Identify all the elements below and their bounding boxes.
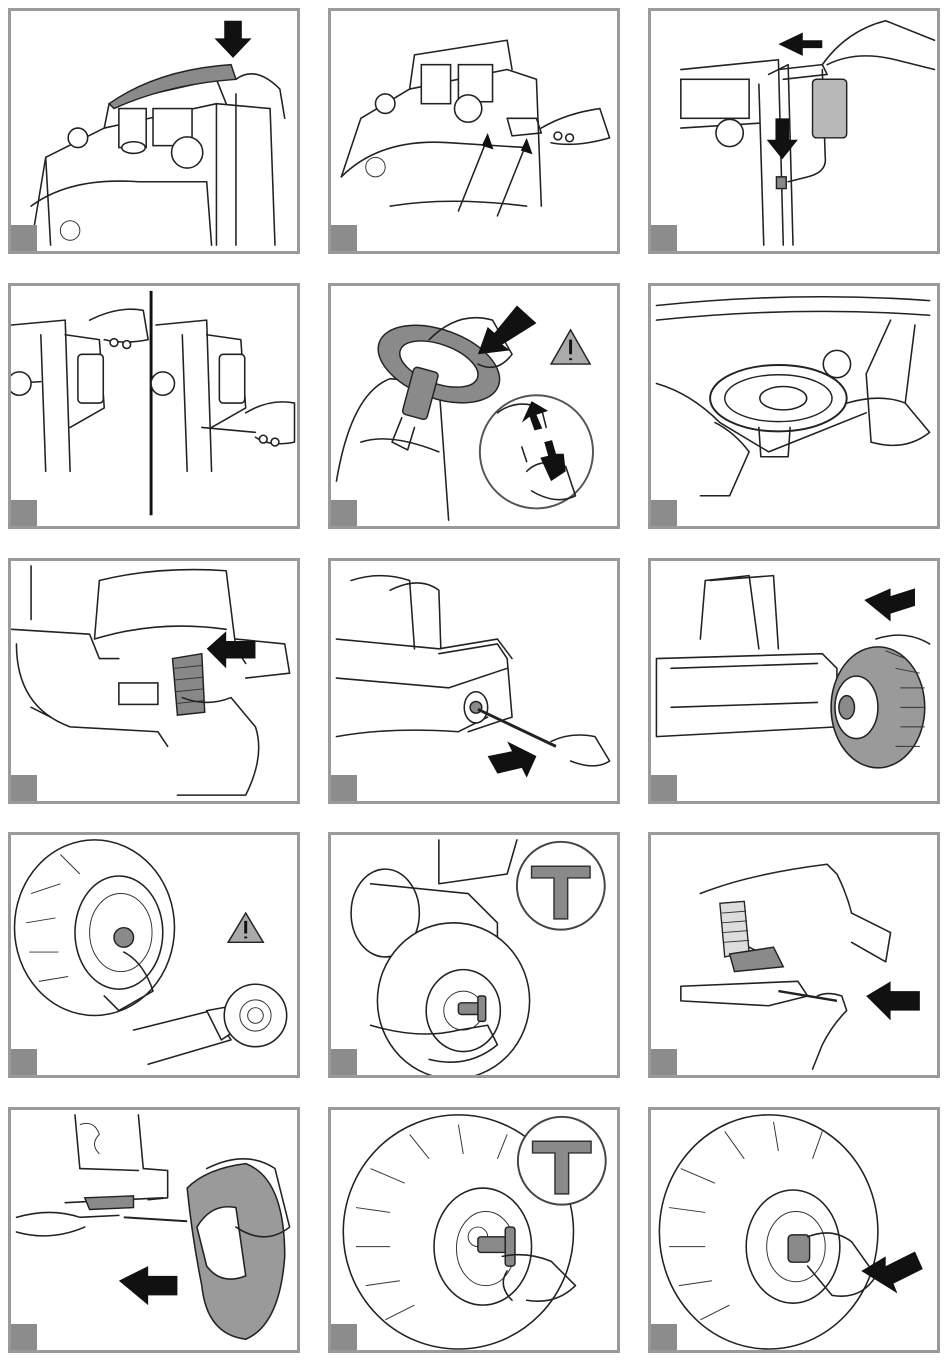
step-badge	[11, 500, 37, 526]
hub-wrench-illustration	[331, 835, 617, 1075]
panel-1-roll-bar	[8, 8, 300, 254]
steering-check-illustration	[651, 286, 937, 526]
arrow-down-icon	[767, 118, 798, 159]
panel-9-rear-wheel	[648, 558, 940, 804]
step-badge	[11, 775, 37, 801]
mirror-illustration	[651, 11, 937, 251]
panel-6-steering-check	[648, 283, 940, 529]
roll-bar-screw-illustration	[331, 11, 617, 251]
panel-4-mirror-screw	[8, 283, 300, 529]
panel-14-front-hub-wrench	[328, 1107, 620, 1353]
panel-8-rear-axle	[328, 558, 620, 804]
step-badge	[651, 1049, 677, 1075]
step-badge	[331, 225, 357, 251]
panel-13-front-wheel	[8, 1107, 300, 1353]
arrow-icon	[458, 138, 487, 211]
panel-10-hub-cap	[8, 832, 300, 1078]
step-badge	[651, 775, 677, 801]
front-axle-illustration	[651, 835, 937, 1075]
arrow-left-icon	[119, 1266, 178, 1305]
step-badge	[11, 1324, 37, 1350]
panel-7-steering-boot	[8, 558, 300, 804]
arrow-icon	[207, 631, 256, 668]
panel-15-hub-cap-press	[648, 1107, 940, 1353]
arrow-left-icon	[778, 32, 822, 55]
arrow-icon	[488, 741, 537, 777]
step-badge	[331, 1324, 357, 1350]
panel-3-mirror	[648, 8, 940, 254]
mirror-screw-illustration	[11, 286, 297, 526]
hub-cap-press-illustration	[651, 1110, 937, 1350]
arrow-left-icon	[864, 588, 915, 621]
step-badge	[331, 775, 357, 801]
hub-cap-illustration	[11, 835, 297, 1075]
step-badge	[331, 500, 357, 526]
step-badge	[11, 1049, 37, 1075]
arrow-left-icon	[866, 981, 920, 1020]
roll-bar-illustration	[11, 11, 297, 251]
front-wheel-illustration	[11, 1110, 297, 1350]
steering-boot-illustration	[11, 561, 297, 801]
step-badge	[11, 225, 37, 251]
arrow-down-icon	[214, 21, 251, 58]
panel-11-hub-wrench	[328, 832, 620, 1078]
step-badge	[651, 1324, 677, 1350]
steering-wheel-illustration	[331, 286, 617, 526]
front-hub-wrench-illustration	[331, 1110, 617, 1350]
panel-2-roll-bar-screw	[328, 8, 620, 254]
panel-5-steering-wheel	[328, 283, 620, 529]
step-badge	[331, 1049, 357, 1075]
rear-wheel-illustration	[651, 561, 937, 801]
step-badge	[651, 225, 677, 251]
rear-axle-illustration	[331, 561, 617, 801]
step-badge	[651, 500, 677, 526]
panel-12-front-axle	[648, 832, 940, 1078]
